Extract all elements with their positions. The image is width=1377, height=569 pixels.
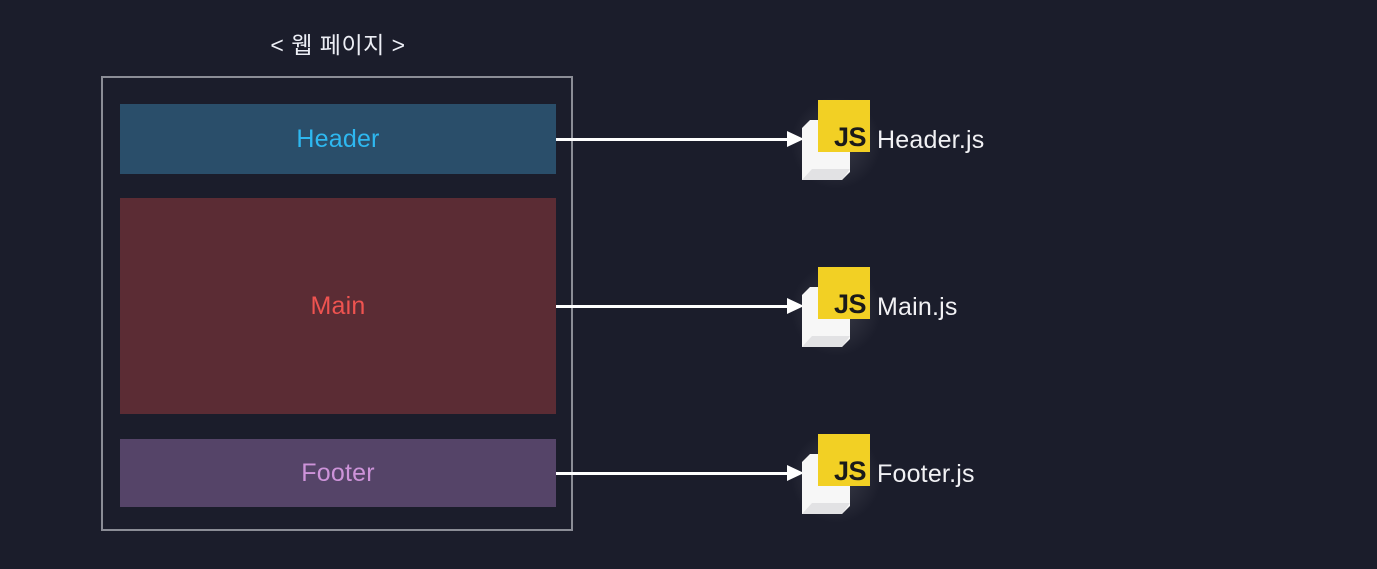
file-label-header-js: Header.js xyxy=(877,126,985,154)
arrow-header-to-headerjs xyxy=(556,129,812,149)
section-block-main[interactable]: Main xyxy=(120,198,556,414)
section-block-header[interactable]: Header xyxy=(120,104,556,174)
arrow-footer-to-footerjs xyxy=(556,463,812,483)
arrow-head-icon xyxy=(787,298,804,314)
js-badge-text: JS xyxy=(833,289,867,319)
diagram-title: < 웹 페이지 > xyxy=(270,32,406,58)
arrow-shaft xyxy=(556,138,789,141)
arrow-shaft xyxy=(556,472,789,475)
js-file-icon-header: JS xyxy=(778,84,894,202)
js-file-icon-main: JS xyxy=(778,251,894,369)
js-badge-icon: JS xyxy=(818,267,870,319)
js-badge-text: JS xyxy=(833,456,867,486)
section-label-header: Header xyxy=(296,124,380,153)
file-label-footer-js: Footer.js xyxy=(877,460,975,488)
arrow-head-icon xyxy=(787,131,804,147)
arrow-head-icon xyxy=(787,465,804,481)
section-label-main: Main xyxy=(310,291,366,320)
file-label-main-js: Main.js xyxy=(877,293,958,321)
arrow-shaft xyxy=(556,305,789,308)
js-file-icon-footer: JS xyxy=(778,418,894,536)
section-block-footer[interactable]: Footer xyxy=(120,439,556,507)
arrow-main-to-mainjs xyxy=(556,296,812,316)
js-badge-text: JS xyxy=(833,122,867,152)
section-label-footer: Footer xyxy=(301,458,375,487)
js-badge-icon: JS xyxy=(818,100,870,152)
web-page-container xyxy=(101,76,573,531)
js-badge-icon: JS xyxy=(818,434,870,486)
